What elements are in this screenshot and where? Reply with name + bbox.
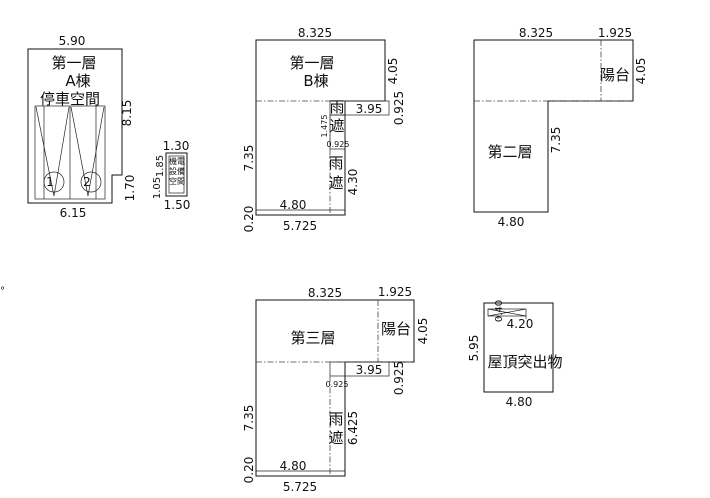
floor-2-left-dim: 7.35 bbox=[549, 127, 563, 154]
building-b-title-floor: 第一層 bbox=[289, 54, 334, 72]
building-a-outline bbox=[27, 48, 123, 204]
parking-space-2-number: 2 bbox=[83, 175, 91, 189]
building-b-inner-bottom-dim: 4.80 bbox=[280, 198, 307, 212]
roof-bottom-dim: 4.80 bbox=[506, 395, 533, 409]
building-b-left-small-dim: 0.20 bbox=[242, 206, 256, 233]
building-b-floor1: 8.325 第一層 B棟 4.05 雨 遮 3.95 0.925 1.475 0… bbox=[242, 26, 406, 233]
building-a-floor1: 1 2 5.90 第一層 A棟 停車空間 8.15 1.70 6.15 bbox=[27, 34, 137, 220]
building-a-top-dim: 5.90 bbox=[59, 34, 86, 48]
mechanical-room-outer bbox=[165, 152, 188, 197]
floor-3-corridor-dim: 6.425 bbox=[346, 411, 360, 445]
parking-space-1 bbox=[43, 171, 65, 193]
floor-3-left-small-dim: 0.20 bbox=[242, 457, 256, 484]
floor-3-top-dim: 8.325 bbox=[308, 286, 342, 300]
building-b-canopy-char-2: 遮 bbox=[329, 117, 344, 135]
floor-3-bottom-dim: 5.725 bbox=[283, 480, 317, 494]
building-b-corridor-dim: 4.30 bbox=[346, 169, 360, 196]
floor-3-canopy-char-1: 雨 bbox=[328, 410, 343, 428]
floor-2-top-right-dim: 1.925 bbox=[598, 26, 632, 40]
roof-inner-width-dim: 4.20 bbox=[507, 317, 534, 331]
floor-2-top-dim: 8.325 bbox=[519, 26, 553, 40]
floor-2-right-dim: 4.05 bbox=[634, 58, 648, 85]
floor-3: 8.325 1.925 陽台 4.05 第三層 3.95 0.925 0.925… bbox=[242, 285, 430, 494]
building-a-title-floor: 第一層 bbox=[51, 54, 96, 72]
building-b-title-name: B棟 bbox=[303, 72, 328, 90]
floor-3-right-dim: 4.05 bbox=[416, 318, 430, 345]
parking-space-2 bbox=[80, 171, 102, 193]
mechanical-left-small-dim: 1.05 bbox=[152, 177, 163, 199]
building-b-canopy-a bbox=[329, 100, 390, 116]
building-b-bottom-dim: 5.725 bbox=[283, 219, 317, 233]
mechanical-left-dim: 1.85 bbox=[155, 155, 166, 177]
building-a-bottom-dim: 6.15 bbox=[60, 206, 87, 220]
floor-3-canopy-a bbox=[329, 361, 390, 377]
mechanical-top-dim: 1.30 bbox=[163, 139, 190, 153]
floor-3-balcony: 陽台 bbox=[381, 320, 411, 338]
building-b-canopy2-char-1: 雨 bbox=[328, 154, 343, 172]
building-b-canopy2-char-2: 遮 bbox=[328, 174, 343, 192]
roof-small-dim: 0.40 bbox=[494, 300, 505, 322]
building-a-right-dim: 8.15 bbox=[120, 100, 134, 127]
building-b-canopy-depth-dim: 0.925 bbox=[392, 91, 406, 125]
floor-3-top-right-dim: 1.925 bbox=[378, 285, 412, 299]
building-b-left-dim: 7.35 bbox=[242, 145, 256, 172]
mechanical-label-2: 設備 bbox=[169, 166, 185, 176]
floor-2: 8.325 1.925 陽台 4.05 第二層 7.35 4.80 bbox=[473, 26, 648, 229]
building-b-right-dim: 4.05 bbox=[386, 58, 400, 85]
roof-outline bbox=[483, 302, 554, 393]
floor-3-canopy-depth-dim: 0.925 bbox=[392, 361, 406, 395]
roof-title: 屋頂突出物 bbox=[487, 353, 562, 371]
mechanical-bottom-dim: 1.50 bbox=[164, 198, 191, 212]
building-a-title-use: 停車空間 bbox=[40, 90, 100, 108]
building-b-canopy-depth2-dim: 0.925 bbox=[327, 140, 350, 149]
mechanical-room: 1.30 1.85 機電 設備 空間 1.05 1.50 bbox=[152, 139, 190, 212]
floor-3-canopy-width-dim: 3.95 bbox=[356, 363, 383, 377]
floor-2-bottom-dim: 4.80 bbox=[498, 215, 525, 229]
building-b-canopy-width-dim: 3.95 bbox=[356, 102, 383, 116]
floor-3-canopy-depth2-dim: 0.925 bbox=[326, 380, 349, 389]
mechanical-label-3: 空間 bbox=[169, 176, 185, 186]
mechanical-room-inner bbox=[168, 155, 185, 194]
floor-2-title: 第二層 bbox=[487, 143, 532, 161]
building-a-title-name: A棟 bbox=[65, 72, 90, 90]
floor-3-left-dim: 7.35 bbox=[242, 405, 256, 432]
floor-3-inner-bottom-dim: 4.80 bbox=[280, 459, 307, 473]
building-a-step-dim: 1.70 bbox=[123, 175, 137, 202]
roof-projection: 0.40 4.20 5.95 屋頂突出物 4.80 bbox=[467, 300, 563, 409]
stray-mark: ° bbox=[0, 286, 5, 297]
roof-left-dim: 5.95 bbox=[467, 335, 481, 362]
roof-slot bbox=[487, 308, 527, 317]
building-b-top-dim: 8.325 bbox=[298, 26, 332, 40]
building-b-canopy-height-dim: 1.475 bbox=[320, 115, 329, 138]
parking-space-1-number: 1 bbox=[46, 175, 54, 189]
floor-3-title: 第三層 bbox=[290, 329, 335, 347]
floor-3-canopy-char-2: 遮 bbox=[328, 429, 343, 447]
building-b-canopy-char-1: 雨 bbox=[329, 98, 344, 116]
parking-triangles bbox=[35, 106, 105, 197]
floor-2-balcony: 陽台 bbox=[600, 66, 630, 84]
mechanical-label-1: 機電 bbox=[169, 156, 185, 166]
